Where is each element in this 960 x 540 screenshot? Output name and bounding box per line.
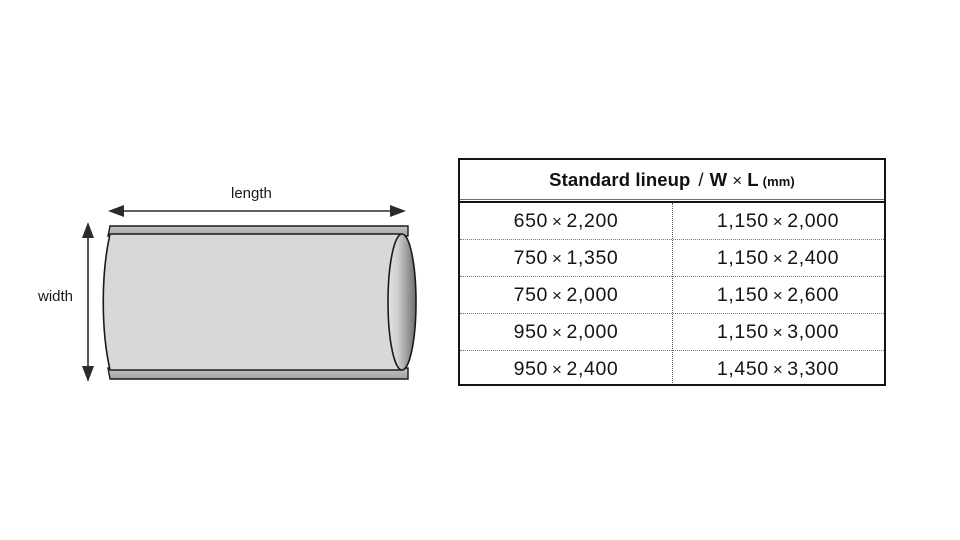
- width-dimension-arrow: [82, 222, 94, 382]
- cell-times-icon: ×: [772, 285, 784, 305]
- cylinder-illustration: [82, 205, 417, 382]
- cell-length-value: 2,000: [566, 320, 619, 343]
- table-column-divider: [672, 203, 673, 383]
- cell-width-value: 1,450: [716, 357, 769, 380]
- cell-width-value: 950: [513, 357, 548, 380]
- cell-times-icon: ×: [552, 359, 563, 379]
- cell-times-icon: ×: [552, 322, 563, 342]
- cell-times-icon: ×: [772, 248, 784, 268]
- table-cell-right: 1,150×2,600: [672, 284, 884, 307]
- roll-body: [102, 233, 403, 371]
- cell-width-value: 1,150: [716, 246, 769, 269]
- cell-length-value: 2,400: [566, 357, 619, 380]
- table-header-text: Standard lineup / W × L (mm): [549, 169, 795, 191]
- cell-width-value: 750: [513, 246, 548, 269]
- roll-end-cap: [387, 233, 417, 371]
- length-dimension-arrow: [108, 205, 406, 217]
- header-double-rule: [460, 201, 884, 203]
- cell-length-value: 3,300: [787, 357, 840, 380]
- table-cell-left: 650×2,200: [460, 210, 672, 233]
- table-row: 650×2,200 1,150×2,000: [460, 203, 884, 239]
- cell-times-icon: ×: [552, 248, 563, 268]
- standard-lineup-table: Standard lineup / W × L (mm) 650×2,200 1…: [458, 158, 886, 386]
- width-label: width: [38, 288, 74, 305]
- cell-width-value: 1,150: [716, 320, 769, 343]
- header-unit: (mm): [762, 173, 795, 189]
- header-title: Standard lineup: [549, 168, 691, 190]
- length-label: length: [231, 185, 272, 202]
- cell-width-value: 1,150: [716, 283, 769, 306]
- cell-times-icon: ×: [772, 359, 784, 379]
- table-cell-left: 750×1,350: [460, 247, 672, 270]
- rolled-sheet-diagram: length width: [0, 0, 460, 540]
- table-cell-right: 1,150×2,400: [672, 247, 884, 270]
- table-cell-right: 1,450×3,300: [672, 358, 884, 381]
- cell-length-value: 2,200: [566, 209, 619, 232]
- cell-length-value: 2,000: [787, 209, 840, 232]
- header-times-icon: ×: [732, 170, 743, 190]
- cell-length-value: 2,600: [787, 283, 840, 306]
- cell-width-value: 650: [513, 209, 548, 232]
- cell-length-value: 2,000: [566, 283, 619, 306]
- table-row: 750×1,350 1,150×2,400: [460, 239, 884, 276]
- cell-length-value: 3,000: [787, 320, 840, 343]
- table-cell-left: 750×2,000: [460, 284, 672, 307]
- cell-times-icon: ×: [772, 322, 784, 342]
- header-separator: /: [698, 168, 704, 190]
- cell-length-value: 1,350: [566, 246, 619, 269]
- header-l: L: [747, 168, 759, 190]
- cell-width-value: 750: [513, 283, 548, 306]
- cell-times-icon: ×: [552, 211, 563, 231]
- table-cell-right: 1,150×2,000: [672, 210, 884, 233]
- table-cell-right: 1,150×3,000: [672, 321, 884, 344]
- header-w: W: [709, 168, 728, 190]
- cell-times-icon: ×: [552, 285, 563, 305]
- cell-width-value: 950: [513, 320, 548, 343]
- cell-length-value: 2,400: [787, 246, 840, 269]
- cell-times-icon: ×: [772, 211, 784, 231]
- table-header: Standard lineup / W × L (mm): [460, 160, 884, 200]
- cell-width-value: 1,150: [716, 209, 769, 232]
- table-cell-left: 950×2,000: [460, 321, 672, 344]
- table-cell-left: 950×2,400: [460, 358, 672, 381]
- table-body: 650×2,200 1,150×2,000 750×1,350 1,150×2,…: [460, 203, 884, 383]
